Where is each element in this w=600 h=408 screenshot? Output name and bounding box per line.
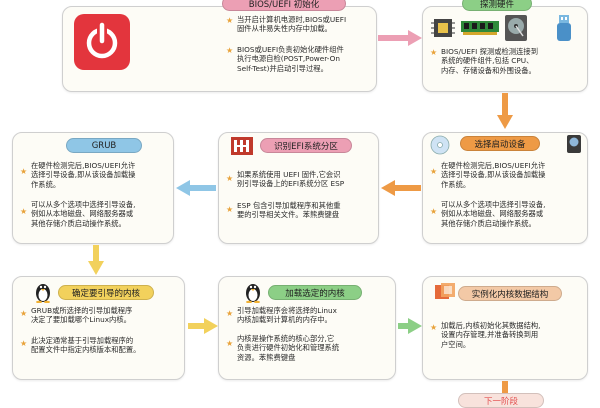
star-icon: ★	[430, 167, 438, 176]
efi-text-2: ESP 包含引导加载程序和其他重要的引导相关文件。苯熊费键盘	[237, 201, 341, 220]
star-icon: ★	[226, 16, 234, 25]
grub-text-2: 可以从多个选项中选择引导设备,例如从本地磁盘、网络服务器或其他存储介质启动操作系…	[31, 200, 136, 228]
star-icon: ★	[20, 167, 28, 176]
boot-text-2: 可以从多个选项中选择引导设备,例如从本地磁盘、网络服务器或其他存储介质启动操作系…	[441, 200, 546, 228]
power-icon	[73, 13, 131, 71]
star-icon: ★	[430, 207, 438, 216]
detect-text: BIOS/UEFI 探测或检测连接到系统的硬件组件,包括 CPU、内存、存储设备…	[441, 47, 538, 75]
efi-text-1: 如果系统使用 UEFI 固件,它会识别引导设备上的EFI系统分区 ESP	[237, 170, 345, 189]
star-icon: ★	[226, 46, 234, 55]
linux-penguin-icon	[34, 281, 52, 307]
kernel-init-text: 加载后,内核初始化其数据结构,设置内存管理,并准备转换到用户空间。	[441, 321, 541, 349]
linux-penguin-icon	[244, 281, 262, 307]
star-icon: ★	[430, 323, 438, 332]
efi-icon	[230, 136, 254, 160]
star-icon: ★	[20, 309, 28, 318]
kernel-data-icon	[434, 283, 456, 305]
hard-drive-icon	[566, 134, 582, 158]
star-icon: ★	[20, 339, 28, 348]
boot-device-title: 选择启动设备	[460, 136, 540, 151]
kernel-select-text-1: GRUB或所选择的引导加载程序决定了要加载哪个Linux内核。	[31, 306, 133, 325]
grub-title: GRUB	[66, 138, 142, 153]
star-icon: ★	[226, 309, 234, 318]
grub-text-1: 在硬件检测完后,BIOS/UEFI允许选择引导设备,即从该设备加载操作系统。	[31, 161, 136, 189]
arrow-down-icon	[497, 93, 513, 133]
usb-icon	[556, 14, 572, 46]
kernel-load-title: 加载选定的内核	[268, 285, 362, 300]
boot-text-1: 在硬件检测完后,BIOS/UEFI允许选择引导设备,即从该设备加载操作系统。	[441, 161, 546, 189]
star-icon: ★	[430, 48, 438, 57]
star-icon: ★	[20, 207, 28, 216]
kernel-select-text-2: 此决定通常基于引导加载程序的配置文件中指定内核版本和配置。	[31, 336, 141, 355]
star-icon: ★	[226, 339, 234, 348]
kernel-load-text-2: 内核是操作系统的核心部分,它负责进行硬件初始化和管理系统资源。苯熊费键盘	[237, 334, 340, 362]
disk-icon	[504, 14, 528, 46]
arrow-down-icon	[88, 245, 104, 279]
arrow-down-icon	[497, 381, 513, 404]
arrow-right-icon	[188, 318, 218, 338]
arrow-left-icon	[176, 180, 216, 200]
memory-icon	[460, 20, 500, 40]
arrow-right-icon	[398, 318, 422, 338]
detect-hardware-title: 探测硬件	[462, 0, 532, 11]
next-stage-title: 下一阶段	[458, 393, 544, 408]
cd-icon	[430, 135, 450, 159]
star-icon: ★	[226, 174, 234, 183]
arrow-right-icon	[378, 30, 422, 50]
grub-card	[12, 132, 174, 244]
bios-uefi-title: BIOS/UEFI 初始化	[222, 0, 346, 11]
star-icon: ★	[226, 205, 234, 214]
cpu-icon	[430, 16, 456, 44]
efi-partition-title: 识别EFI系统分区	[260, 138, 352, 153]
kernel-init-title: 实例化内核数据结构	[458, 286, 562, 301]
kernel-select-title: 确定要引导的内核	[58, 285, 154, 300]
arrow-left-icon	[381, 180, 421, 200]
